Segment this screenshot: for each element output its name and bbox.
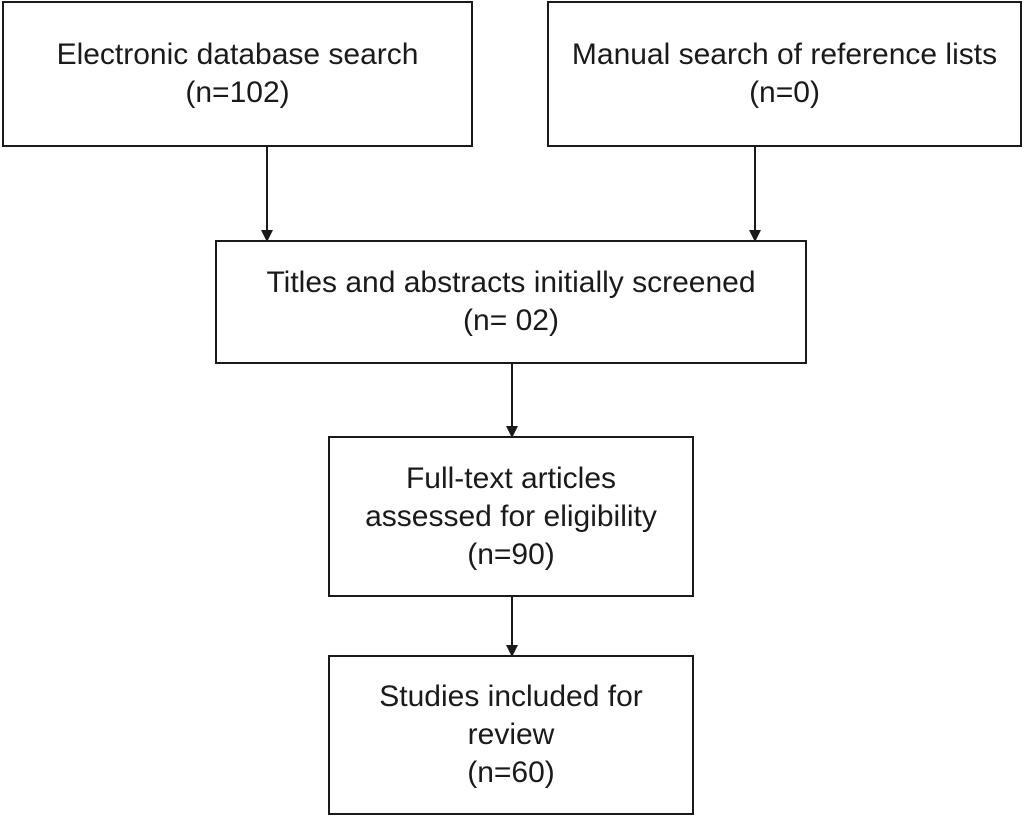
full-text-box: Full-text articles assessed for eligibil…	[328, 436, 694, 597]
full-text-label-line1: Full-text articles	[405, 461, 617, 495]
full-text-count: (n=90)	[467, 537, 555, 571]
database-search-count: (n=102)	[185, 76, 290, 109]
database-search-box: Electronic database search (n=102)	[2, 1, 473, 147]
included-count: (n=60)	[467, 756, 555, 789]
manual-search-count: (n=0)	[749, 76, 820, 109]
manual-search-label: Manual search of reference lists	[571, 38, 998, 71]
included-label-line2: review	[467, 718, 555, 751]
included-box: Studies included for review (n=60)	[328, 655, 694, 815]
included-label-line1: Studies included for	[379, 680, 643, 713]
manual-search-box: Manual search of reference lists (n=0)	[547, 1, 1022, 147]
screened-count: (n= 02)	[463, 304, 559, 337]
database-search-label: Electronic database search	[56, 38, 419, 71]
screened-box: Titles and abstracts initially screened …	[215, 240, 807, 364]
screened-label: Titles and abstracts initially screened	[266, 266, 756, 299]
full-text-label-line2: assessed for eligibility	[365, 499, 657, 533]
